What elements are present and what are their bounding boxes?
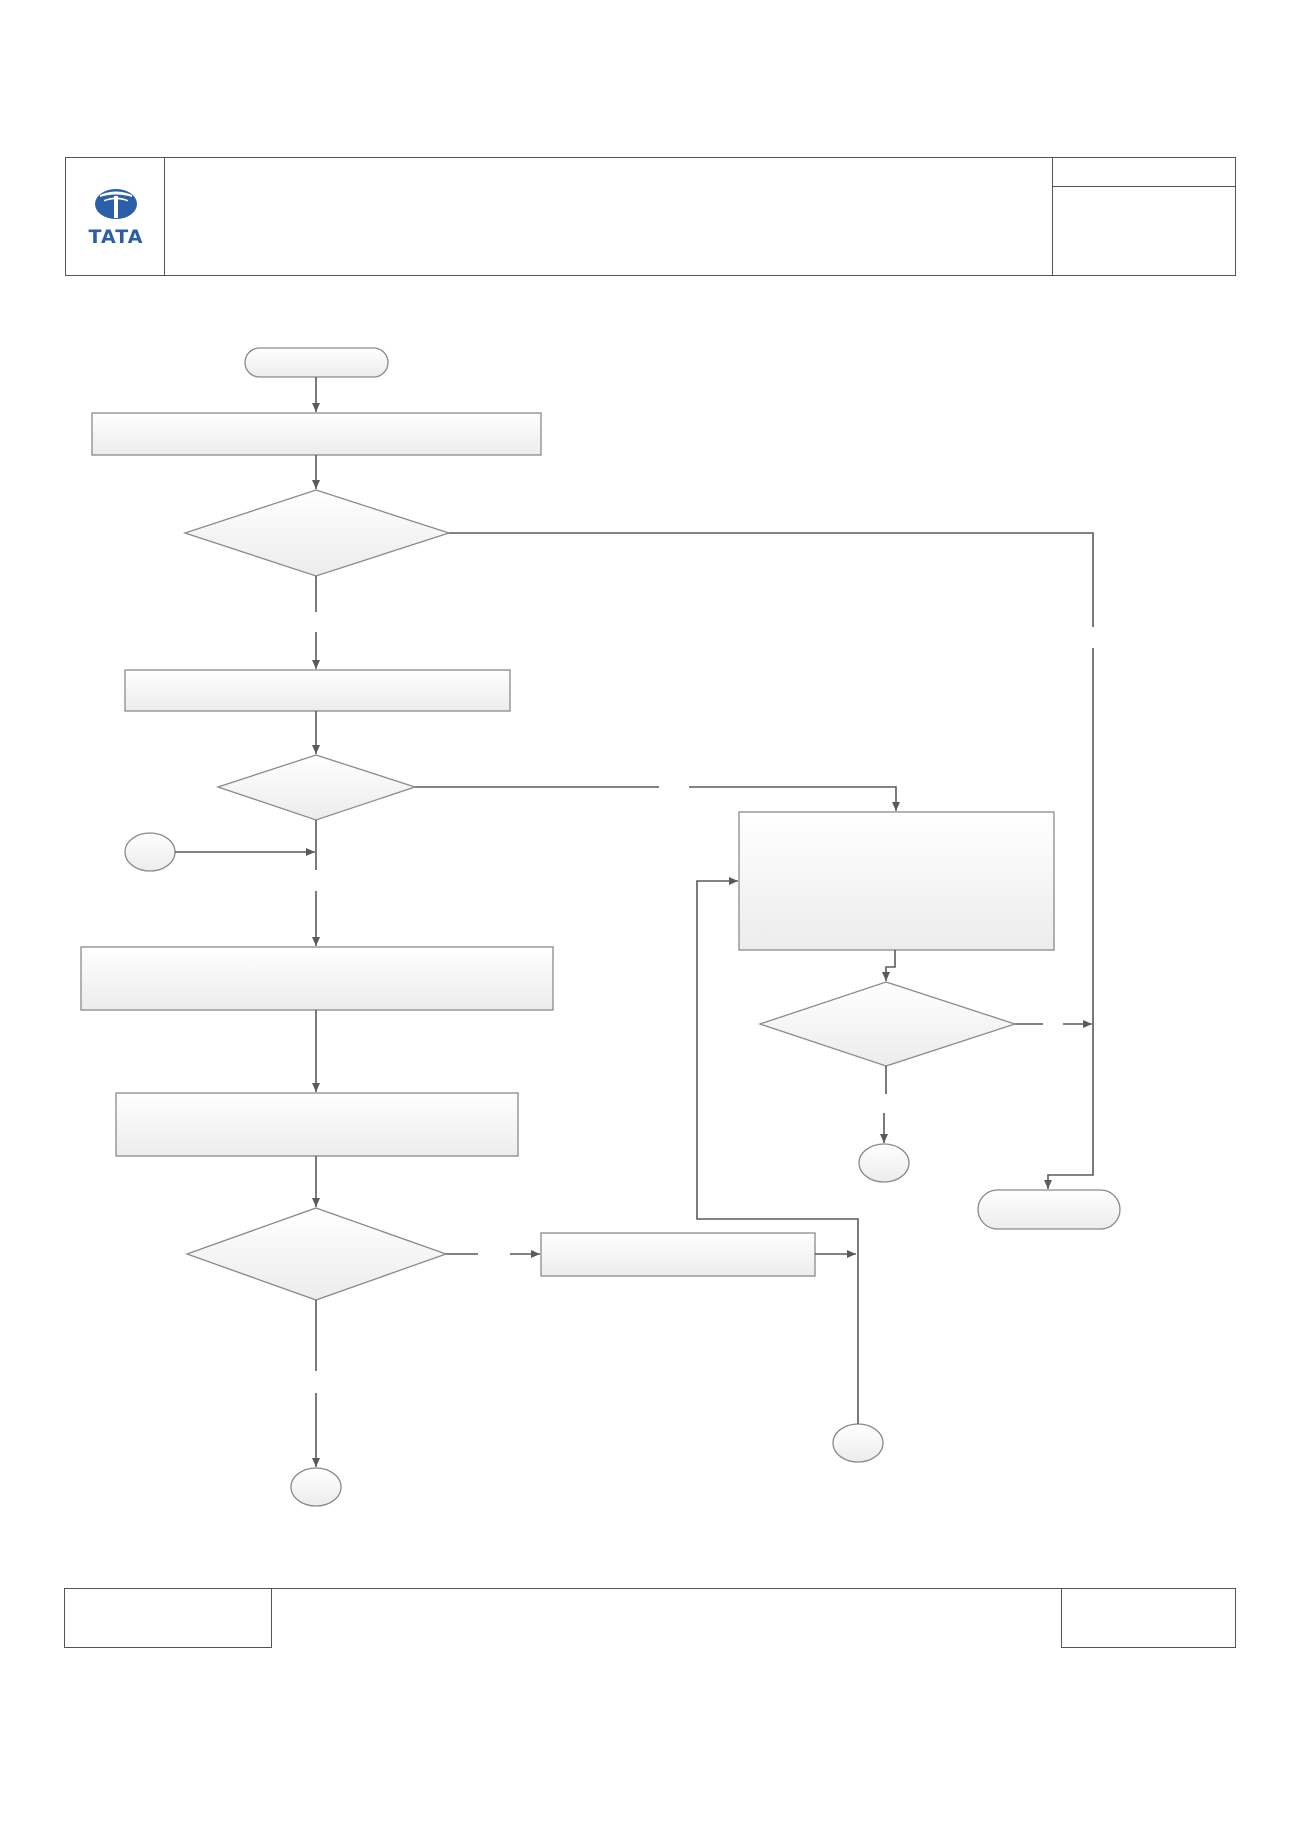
flow-box6-to-diamond4	[882, 950, 896, 981]
flow-connector-up-loop	[696, 877, 859, 1424]
flow-diamond1-right-b	[1044, 648, 1094, 1189]
header-doc-number-cell	[1053, 158, 1235, 187]
decision-diamond-3	[185, 1207, 448, 1301]
logo-cell: TATA	[66, 158, 165, 275]
process-box-1	[91, 412, 542, 456]
logo-wordmark: TATA	[88, 226, 144, 248]
decision-diamond-2	[215, 754, 418, 821]
connector-circle-in	[124, 832, 176, 872]
process-box-4	[115, 1092, 519, 1157]
connector-circle-out-1	[290, 1467, 342, 1507]
footer-divider-line	[272, 1588, 1061, 1589]
start-terminator	[244, 347, 389, 378]
tata-logo-icon	[95, 189, 137, 219]
footer-left-cell	[64, 1588, 272, 1648]
flow-diamond2-right-b	[689, 786, 900, 811]
process-box-3	[80, 946, 554, 1011]
header-table: TATA	[65, 157, 1236, 276]
decision-diamond-4	[757, 981, 1018, 1067]
footer-right-cell	[1061, 1588, 1236, 1648]
connector-circle-out-3	[832, 1423, 884, 1463]
flow-diamond1-right-a	[449, 532, 1094, 627]
connector-circle-out-2	[858, 1143, 910, 1183]
process-box-6	[738, 811, 1055, 951]
end-terminator	[977, 1189, 1121, 1230]
process-box-5	[540, 1232, 816, 1277]
decision-diamond-1	[182, 489, 452, 577]
process-box-2	[124, 669, 511, 712]
header-title-cell	[165, 158, 1053, 275]
